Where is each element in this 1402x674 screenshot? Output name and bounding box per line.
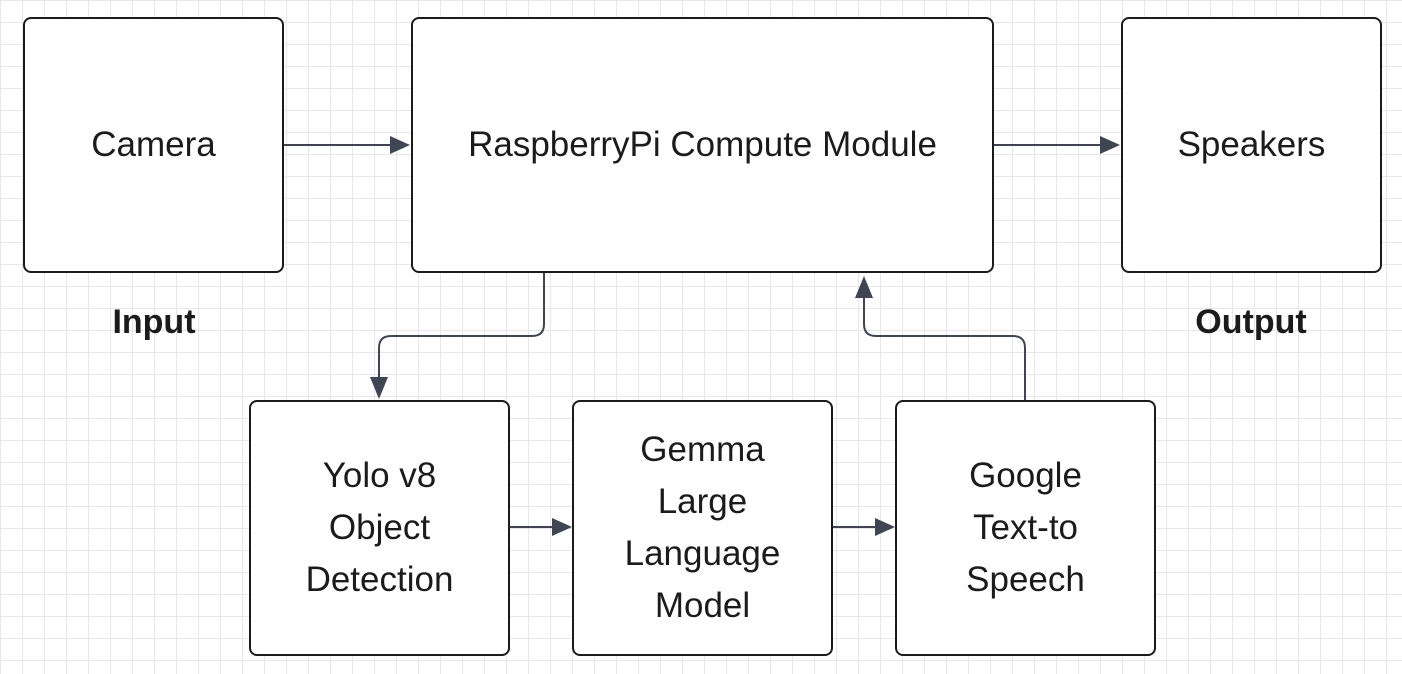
speakers-label: Speakers [1177,125,1326,164]
arrowhead-compute-return [855,276,873,298]
camera-label: Camera [91,125,216,164]
gemma-label: Gemma Large Language Model [624,430,781,625]
input-caption: Input [112,303,196,341]
arrowhead-compute [390,136,410,154]
gemma-node[interactable]: Gemma Large Language Model [572,400,833,656]
yolo-label: Yolo v8 Object Detection [305,456,454,599]
speakers-node[interactable]: Speakers [1121,17,1382,273]
arrowhead-yolo [370,377,388,399]
output-caption: Output [1195,303,1307,341]
camera-node[interactable]: Camera [23,17,284,273]
tts-node[interactable]: Google Text-to Speech [895,400,1156,656]
edge-compute-to-yolo [378,273,545,380]
arrowhead-tts [875,518,895,536]
compute-module-label: RaspberryPi Compute Module [468,125,937,164]
yolo-node[interactable]: Yolo v8 Object Detection [249,400,510,656]
arrowhead-speakers [1100,136,1120,154]
arrowhead-gemma [552,518,572,536]
compute-module-node[interactable]: RaspberryPi Compute Module [411,17,994,273]
edge-tts-to-compute [863,296,1026,400]
tts-label: Google Text-to Speech [966,456,1085,599]
